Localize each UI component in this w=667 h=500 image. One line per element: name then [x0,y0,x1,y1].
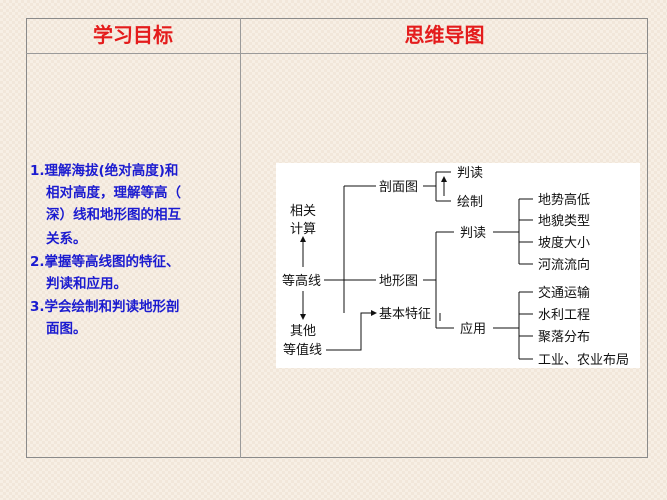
read-item-4: 河流流向 [538,257,590,273]
goal-2-line-2: 判读和应用。 [46,276,127,292]
goal-1-line-3: 深）线和地形图的相互 [46,207,181,223]
read-item-3: 坡度大小 [538,235,590,251]
table-frame [26,18,648,458]
apply-item-4: 工业、农业布局 [538,353,629,368]
goal-item-1: 1.理解海拔(绝对高度)和 相对高度，理解等高（ 深）线和地形图的相互 关系。 [30,160,236,250]
goal-1-line-4: 关系。 [46,231,87,247]
read-label: 判读 [460,226,486,241]
read-item-1: 地势高低 [538,192,590,208]
goal-item-3: 3.学会绘制和判读地形剖 面图。 [30,296,236,340]
topomap-label: 地形图 [379,274,418,289]
related-calc-label-1: 相关 [290,204,316,219]
goal-1-line-2: 相对高度，理解等高（ [46,185,181,201]
learning-goals-header: 学习目标 [93,23,173,47]
mind-map: 相关 计算 等高线 其他 等值线 剖面图 判读 绘制 地形图 基本特征 判读 应… [276,163,640,368]
learning-goals-list: 1.理解海拔(绝对高度)和 相对高度，理解等高（ 深）线和地形图的相互 关系。 … [30,160,236,341]
read-item-2: 地貌类型 [538,214,590,229]
apply-label: 应用 [460,321,486,337]
mind-map-header: 思维导图 [404,23,485,47]
basic-features-label: 基本特征 [379,307,431,322]
column-divider [240,18,241,458]
mind-map-diagram: 相关 计算 等高线 其他 等值线 剖面图 判读 绘制 地形图 基本特征 判读 应… [282,166,629,368]
apply-item-1: 交通运输 [538,285,590,301]
goal-1-line-1: 1.理解海拔(绝对高度)和 [30,163,179,179]
apply-item-3: 聚落分布 [538,330,590,345]
goal-item-2: 2.掌握等高线图的特征、 判读和应用。 [30,251,236,295]
goal-2-line-1: 2.掌握等高线图的特征、 [30,254,180,270]
profile-draw-label: 绘制 [457,195,483,210]
profile-read-label: 判读 [457,166,483,181]
related-calc-label-2: 计算 [290,222,316,237]
arrow-other-to-basic [326,310,377,351]
profile-label: 剖面图 [379,180,418,195]
header-divider [26,53,648,54]
goal-3-line-1: 3.学会绘制和判读地形剖 [30,299,180,315]
contour-label: 等高线 [282,273,321,289]
apply-item-2: 水利工程 [538,308,590,323]
other-label-1: 其他 [290,324,316,339]
other-label-2: 等值线 [283,342,322,358]
goal-3-line-2: 面图。 [46,321,87,337]
